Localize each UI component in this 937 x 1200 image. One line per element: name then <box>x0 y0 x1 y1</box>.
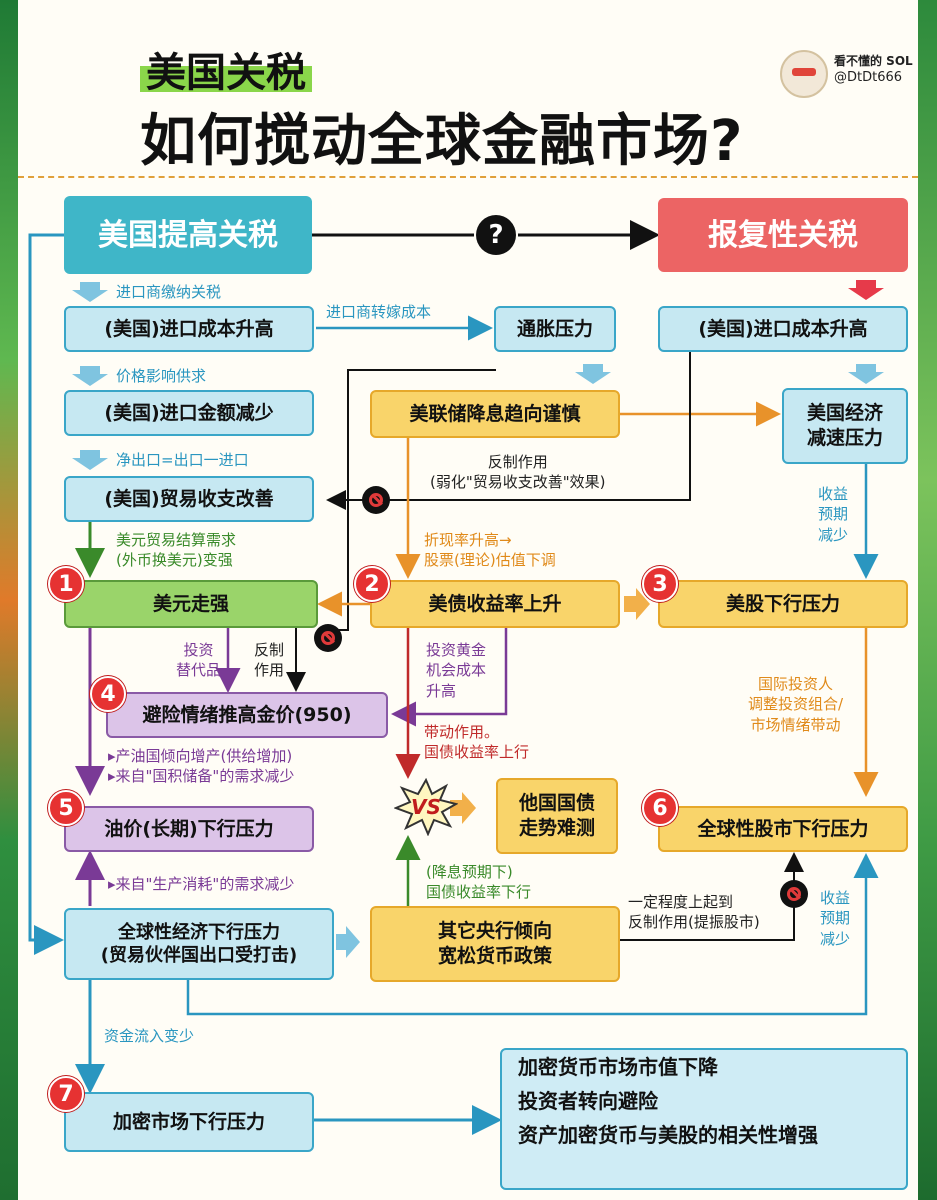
inflation-box: 通胀压力 <box>494 306 616 352</box>
usd-demand-label: 美元贸易结算需求 (外币换美元)变强 <box>116 531 237 570</box>
net-export-label: 净出口=出口一进口 <box>116 451 249 469</box>
oil-pressure-box: 油价(长期)下行压力 <box>64 806 314 852</box>
crypto-box: 加密市场下行压力 <box>64 1092 314 1152</box>
fed-cautious-box: 美联储降息趋向谨慎 <box>370 390 620 438</box>
blocked-icon-2 <box>314 624 342 652</box>
brand-handle: @DtDt666 <box>834 70 903 85</box>
capital-inflow-label: 资金流入变少 <box>104 1027 195 1045</box>
crypto-effects-box: 加密货币市场市值下降 投资者转向避险 资产加密货币与美股的相关性增强 <box>500 1048 908 1190</box>
drive-effect-label: 带动作用。 国债收益率上行 <box>424 723 530 762</box>
earnings-decrease-label-bottom: 收益 预期 减少 <box>820 889 851 948</box>
trade-balance-box: (美国)贸易收支改善 <box>64 476 314 522</box>
discount-rate-label: 折现率升高→ 股票(理论)估值下调 <box>424 531 556 570</box>
oil-supply-label: ▸产油国倾向增产(供给增加) ▸来自"国积储备"的需求减少 <box>108 747 295 786</box>
rate-cut-label: (降息预期下) 国债收益率下行 <box>426 863 532 902</box>
gold-opportunity-label: 投资黄金 机会成本 升高 <box>426 641 487 700</box>
global-stock-box: 全球性股市下行压力 <box>658 806 908 852</box>
other-cb-box: 其它央行倾向 宽松货币政策 <box>370 906 620 982</box>
gold-up-box: 避险情绪推高金价(950) <box>106 692 388 738</box>
header-divider <box>18 176 918 178</box>
oil-consumption-label: ▸来自"生产消耗"的需求减少 <box>108 875 295 893</box>
blocked-icon <box>362 486 390 514</box>
brand-avatar-icon <box>780 50 828 98</box>
us-tariff-box: 美国提高关税 <box>64 196 312 274</box>
invest-alt-label: 投资 替代品 <box>176 641 222 680</box>
foreign-bonds-box: 他国国债 走势难测 <box>496 778 618 854</box>
step-number-3: 3 <box>642 566 678 602</box>
step-number-6: 6 <box>642 790 678 826</box>
importer-pays-label: 进口商缴纳关税 <box>116 283 222 301</box>
background-right-stripe <box>915 0 937 1200</box>
usd-strong-box: 美元走强 <box>64 580 318 628</box>
counter2-label: 反制 作用 <box>254 641 285 680</box>
treasury-yield-box: 美债收益率上升 <box>370 580 620 628</box>
header: 美国关税 如何搅动全球金融市场? 看不懂的 SOL @DtDt666 <box>18 0 918 174</box>
us-import-decrease-box: (美国)进口金额减少 <box>64 390 314 436</box>
step-number-2: 2 <box>354 566 390 602</box>
us-import-cost-right-box: (美国)进口成本升高 <box>658 306 908 352</box>
blocked-icon-3 <box>780 880 808 908</box>
question-mark-icon: ? <box>476 215 516 255</box>
crypto-effect-line-3: 资产加密货币与美股的相关性增强 <box>518 1123 818 1147</box>
earnings-decrease-label-top: 收益 预期 减少 <box>818 485 849 544</box>
us-stock-pressure-box: 美股下行压力 <box>658 580 908 628</box>
retaliation-box: 报复性关税 <box>658 198 908 272</box>
step-number-7: 7 <box>48 1076 84 1112</box>
vs-label: VS <box>411 795 441 819</box>
step-number-1: 1 <box>48 566 84 602</box>
us-import-cost-left-box: (美国)进口成本升高 <box>64 306 314 352</box>
title-line1: 美国关税 <box>140 40 312 98</box>
counter-effect-label: 反制作用 (弱化"贸易收支改善"效果) <box>430 453 606 492</box>
title-line2: 如何搅动全球金融市场? <box>140 109 744 174</box>
intl-investors-label: 国际投资人 调整投资组合/ 市场情绪带动 <box>748 675 844 734</box>
price-affects-label: 价格影响供求 <box>116 367 207 385</box>
crypto-effect-line-1: 加密货币市场市值下降 <box>518 1055 718 1079</box>
step-number-4: 4 <box>90 676 126 712</box>
crypto-effect-line-2: 投资者转向避险 <box>518 1089 658 1113</box>
infographic-card: 美国关税 如何搅动全球金融市场? 看不懂的 SOL @DtDt666 <box>18 0 918 1200</box>
us-econ-slowdown-box: 美国经济 减速压力 <box>782 388 908 464</box>
brand-name: 看不懂的 SOL <box>834 54 913 68</box>
flow-arrows <box>28 220 884 1135</box>
background-left-stripe <box>0 0 20 1200</box>
shift-cost-label: 进口商转嫁成本 <box>326 303 432 321</box>
global-econ-box: 全球性经济下行压力 (贸易伙伴国出口受打击) <box>64 908 334 980</box>
versus-icon: VS <box>394 778 458 836</box>
partial-counter-label: 一定程度上起到 反制作用(提振股市) <box>628 893 760 932</box>
step-number-5: 5 <box>48 790 84 826</box>
